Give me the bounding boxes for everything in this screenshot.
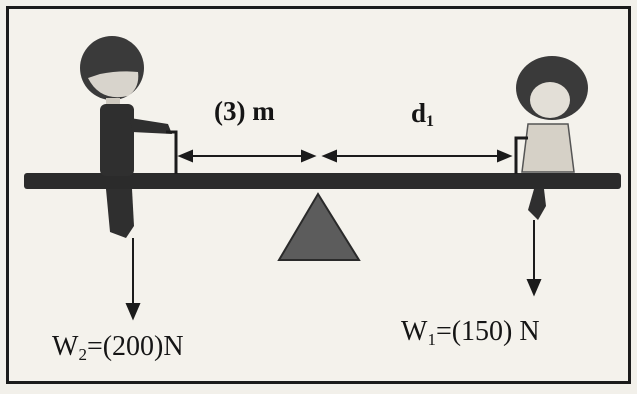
- distance-right-symbol: d: [411, 98, 427, 128]
- boy-face: [88, 71, 139, 98]
- weight-right-subscript: 1: [427, 330, 436, 349]
- weight-left-value: =(200)N: [86, 331, 184, 362]
- distance-arrow-right: [321, 149, 513, 163]
- fulcrum-triangle: [277, 192, 361, 261]
- weight-left-subscript: 2: [78, 345, 87, 364]
- weight-arrow-left: [125, 238, 141, 321]
- weight-right-label: W1=(150) N: [401, 316, 540, 349]
- girl-legs: [528, 189, 546, 220]
- seat-handle-right: [514, 136, 528, 174]
- boy-torso: [100, 104, 134, 176]
- distance-arrow-left: [177, 149, 317, 163]
- girl-figure: [514, 56, 588, 220]
- distance-right-label: d1: [411, 100, 434, 130]
- boy-neck: [106, 98, 120, 106]
- boy-legs: [106, 189, 134, 238]
- distance-right-subscript: 1: [426, 113, 435, 130]
- weight-left-label: W2=(200)N: [52, 331, 184, 364]
- boy-figure: [80, 36, 178, 238]
- boy-arm: [130, 118, 172, 134]
- weight-left-symbol: W: [52, 331, 79, 362]
- weight-arrow-right: [526, 220, 542, 297]
- girl-face: [530, 82, 570, 118]
- seat-handle-left: [166, 130, 178, 174]
- distance-left-label: (3) m: [214, 96, 275, 126]
- weight-right-symbol: W: [401, 316, 428, 347]
- seesaw-beam: [24, 173, 621, 189]
- girl-body: [521, 123, 575, 173]
- weight-right-value: =(150) N: [435, 316, 540, 347]
